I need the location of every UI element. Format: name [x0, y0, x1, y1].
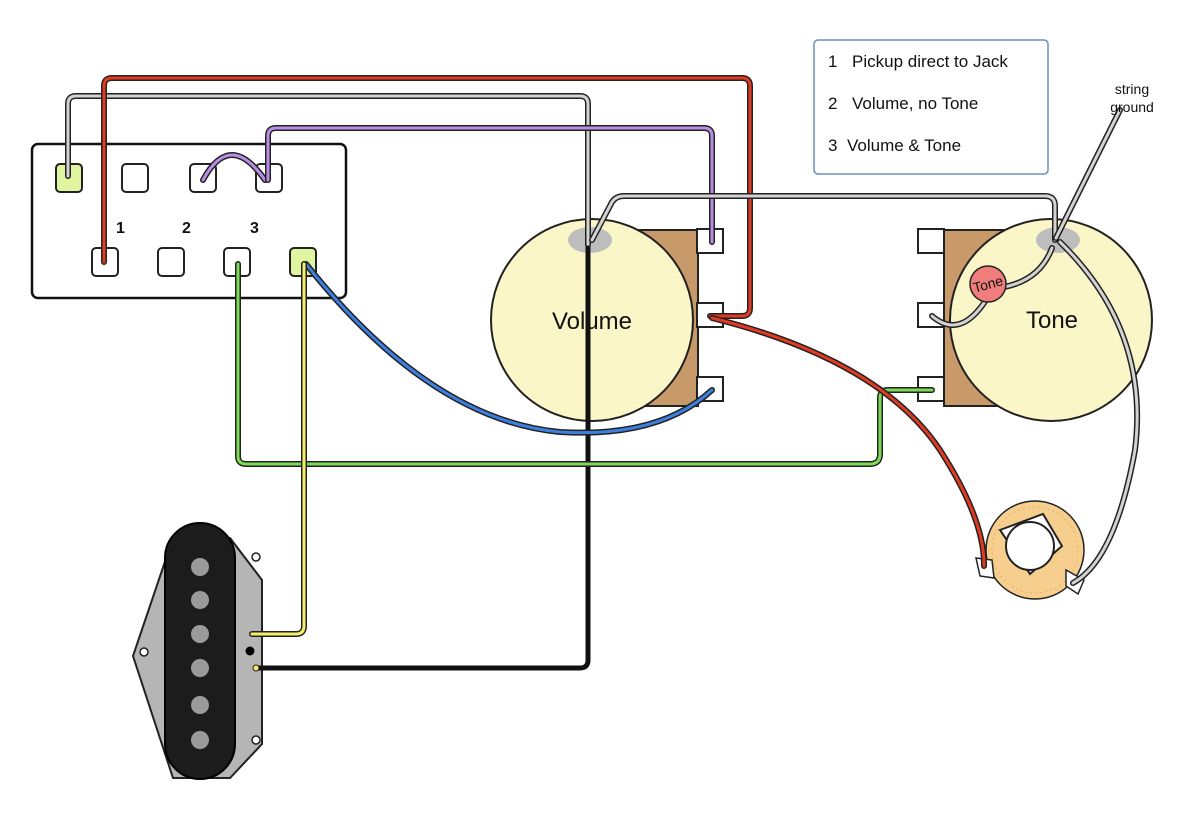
wire-gray-tone-to-jack — [1057, 239, 1141, 586]
volume-pot: Volume — [490, 218, 724, 422]
wire-gray-string-ground — [1053, 107, 1123, 241]
legend-box: 1 Pickup direct to Jack 2 Volume, no Ton… — [813, 39, 1049, 175]
wire-black-pickup-ground — [255, 245, 591, 671]
wire-gray-switch-to-volume — [65, 93, 591, 248]
pickup-pole-2 — [191, 591, 209, 609]
pickup-mount-hole-left — [139, 647, 149, 657]
pickup-pole-4 — [191, 659, 209, 677]
legend-item-2-text: Volume, no Tone — [852, 94, 978, 113]
string-ground-label-line1: string — [1115, 81, 1149, 97]
legend-item-1-text: Pickup direct to Jack — [852, 52, 1008, 71]
wire-purple-switch-to-volume — [265, 125, 715, 245]
pickup-pole-1 — [191, 558, 209, 576]
wire-blue-switch-to-volume — [303, 261, 715, 436]
legend-item-2-number: 2 — [828, 94, 837, 113]
switch-position-2-label: 2 — [182, 220, 191, 237]
volume-label: Volume — [552, 308, 632, 335]
switch-lug-top-2 — [121, 163, 149, 193]
output-jack — [975, 500, 1085, 600]
string-ground-label-line2: ground — [1110, 99, 1154, 115]
switch-lug-bottom-2 — [157, 247, 185, 277]
wire-gray-volume-to-tone — [589, 193, 1058, 243]
three-way-switch: 1 2 3 — [30, 142, 348, 300]
capacitor-label: Tone — [971, 272, 1005, 295]
legend-item-1-number: 1 — [828, 52, 837, 71]
tone-capacitor: Tone — [969, 265, 1007, 303]
wire-gray-cap-leads — [929, 245, 1055, 328]
pickup-eyelet — [245, 646, 255, 656]
volume-lug-2 — [696, 302, 724, 328]
pickup-hot-terminal — [252, 664, 260, 672]
switch-position-1-label: 1 — [116, 220, 125, 237]
tone-label: Tone — [1026, 307, 1078, 334]
pickup-mount-hole-bottom — [251, 735, 261, 745]
legend-item-3-number: 3 — [828, 136, 837, 155]
wire-red-volume-to-jack — [709, 315, 988, 569]
switch-position-3-label: 3 — [250, 220, 259, 237]
legend-item-3-text: Volume & Tone — [847, 136, 961, 155]
pickup-mount-hole-top — [251, 552, 261, 562]
pickup-pole-6 — [191, 731, 209, 749]
tone-pot: Tone — [917, 218, 1153, 422]
wire-yellow-pickup-hot — [249, 261, 307, 637]
bridge-pickup — [131, 522, 263, 780]
wire-red-switch-to-volume — [101, 75, 753, 319]
tone-lug-1 — [917, 228, 945, 254]
pickup-pole-5 — [191, 696, 209, 714]
wire-purple-jumper — [200, 152, 268, 183]
pickup-pole-3 — [191, 625, 209, 643]
